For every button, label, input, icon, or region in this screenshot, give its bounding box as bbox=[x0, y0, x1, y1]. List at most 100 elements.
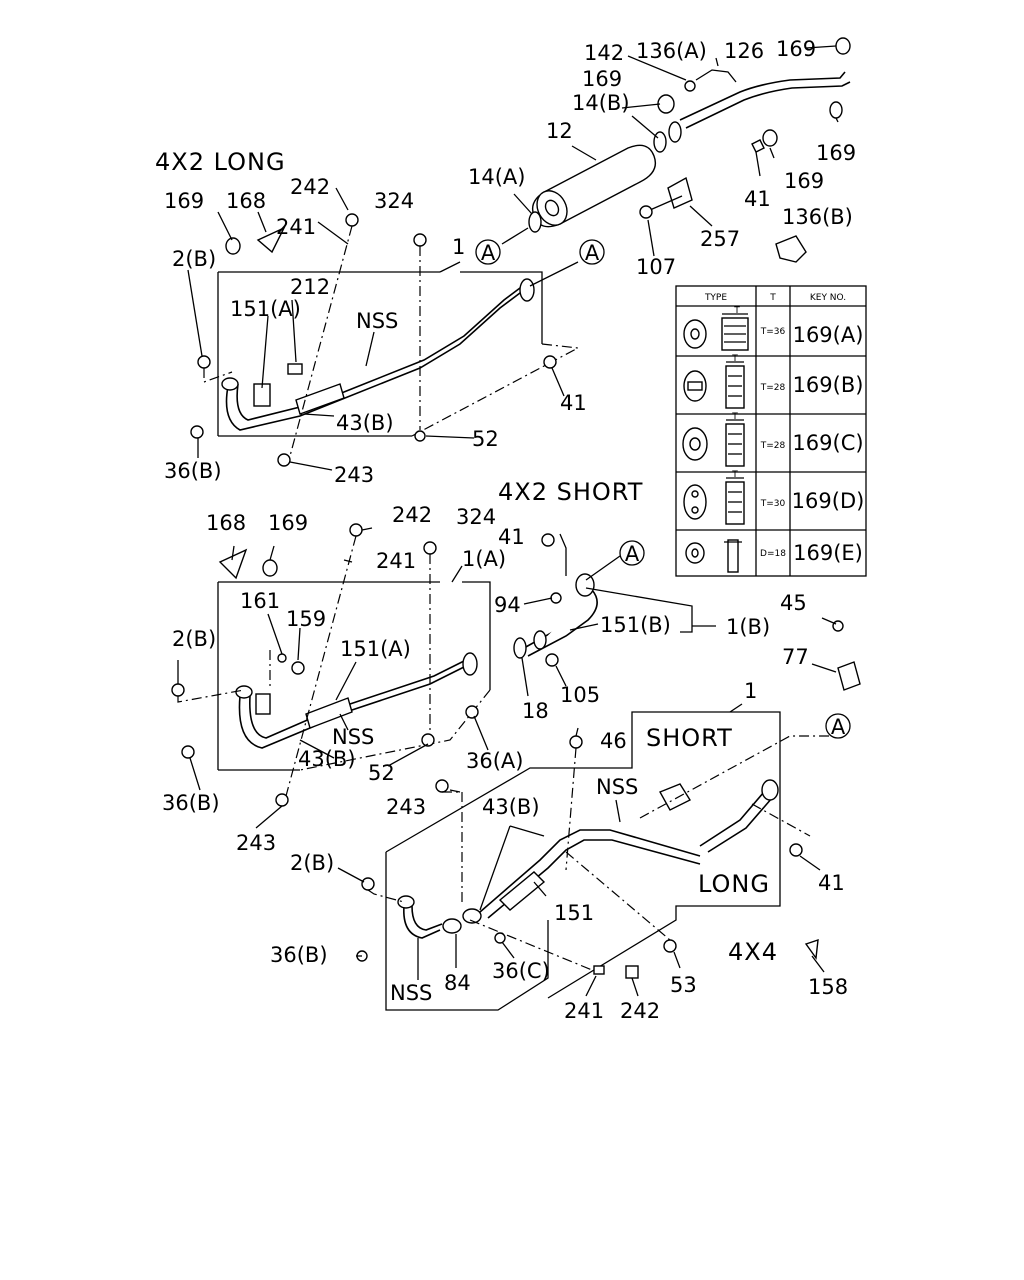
label-243-short: 243 bbox=[236, 831, 276, 855]
label-41-short: 41 bbox=[498, 525, 525, 549]
circle-ref-a-2-label: A bbox=[585, 241, 600, 265]
label-nss-short: NSS bbox=[332, 725, 374, 749]
labels-4x2-long: 169 168 242 241 324 1 2(B) 212 151(A) NS… bbox=[164, 175, 587, 487]
label-151a-short: 151(A) bbox=[340, 637, 411, 661]
table-dim-label-3: T bbox=[731, 412, 738, 422]
label-36b-short: 36(B) bbox=[162, 791, 220, 815]
label-241-short: 241 bbox=[376, 549, 416, 573]
label-136a: 136(A) bbox=[636, 39, 707, 63]
table-row-1-key: 169(A) bbox=[793, 323, 864, 347]
label-168-short: 168 bbox=[206, 511, 246, 535]
label-41-4x4: 41 bbox=[818, 871, 845, 895]
label-243-4x4: 243 bbox=[386, 795, 426, 819]
table-row-5-key: 169(E) bbox=[793, 541, 863, 565]
label-94-short: 94 bbox=[494, 593, 521, 617]
label-169-top-right: 169 bbox=[776, 37, 816, 61]
muffler-assembly-top bbox=[225, 37, 851, 263]
label-43b-4x4: 43(B) bbox=[482, 795, 540, 819]
table-row-4-key: 169(D) bbox=[792, 489, 865, 513]
circle-ref-a-4-label: A bbox=[831, 715, 846, 739]
assembly-4x2-short bbox=[171, 523, 861, 829]
assembly-4x4 bbox=[337, 703, 830, 1011]
label-126: 126 bbox=[724, 39, 764, 63]
table-header-t: T bbox=[769, 293, 776, 303]
label-43b-long: 43(B) bbox=[336, 411, 394, 435]
label-105-short: 105 bbox=[560, 683, 600, 707]
label-169-long: 169 bbox=[164, 189, 204, 213]
label-36a-short: 36(A) bbox=[466, 749, 523, 773]
label-nss-4x4-top: NSS bbox=[596, 775, 638, 799]
table-row-2-t: T=28 bbox=[760, 383, 786, 393]
section-label-long: LONG bbox=[698, 870, 770, 898]
label-53-4x4: 53 bbox=[670, 973, 697, 997]
rubber-shape-c bbox=[682, 419, 745, 467]
circle-ref-a-3 bbox=[619, 540, 645, 566]
label-242-long: 242 bbox=[290, 175, 330, 199]
label-nss-4x4-bottom: NSS bbox=[390, 981, 432, 1005]
rubber-shape-e bbox=[685, 539, 742, 573]
section-title-4x4: 4X4 bbox=[728, 938, 778, 966]
label-1b-short: 1(B) bbox=[726, 615, 770, 639]
label-52-short: 52 bbox=[368, 761, 395, 785]
label-324-long: 324 bbox=[374, 189, 414, 213]
label-151-4x4: 151 bbox=[554, 901, 594, 925]
label-168-long: 168 bbox=[226, 189, 266, 213]
label-242-short: 242 bbox=[392, 503, 432, 527]
table-row-5-t: D=18 bbox=[760, 549, 786, 559]
labels-4x2-short: 168 169 242 324 241 41 1(A) 161 159 2(B)… bbox=[162, 503, 809, 855]
label-12: 12 bbox=[546, 119, 573, 143]
rubber-shape-a bbox=[683, 313, 749, 351]
label-151b-short: 151(B) bbox=[600, 613, 671, 637]
label-159-short: 159 bbox=[286, 607, 326, 631]
label-2b-long: 2(B) bbox=[172, 247, 216, 271]
label-14a: 14(A) bbox=[468, 165, 525, 189]
label-1a-short: 1(A) bbox=[462, 547, 506, 571]
label-136b: 136(B) bbox=[782, 205, 853, 229]
table-dim-label-4: T bbox=[731, 470, 738, 480]
circle-ref-a-1 bbox=[475, 239, 501, 265]
label-41-top: 41 bbox=[744, 187, 771, 211]
label-169-short: 169 bbox=[268, 511, 308, 535]
table-row-3-t: T=28 bbox=[760, 441, 786, 451]
table-row-4-t: T=30 bbox=[760, 499, 786, 509]
label-241-4x4: 241 bbox=[564, 999, 604, 1023]
rubber-shape-d bbox=[683, 477, 745, 525]
label-14b: 14(B) bbox=[572, 91, 630, 115]
rubber-shape-b bbox=[683, 361, 745, 409]
label-45-short: 45 bbox=[780, 591, 807, 615]
label-84-4x4: 84 bbox=[444, 971, 471, 995]
section-label-short: SHORT bbox=[646, 724, 733, 752]
section-title-4x2-long: 4X2 LONG bbox=[155, 148, 286, 176]
label-107: 107 bbox=[636, 255, 676, 279]
label-241-long: 241 bbox=[276, 215, 316, 239]
section-title-4x2-short: 4X2 SHORT bbox=[498, 478, 643, 506]
label-36b-long: 36(B) bbox=[164, 459, 222, 483]
label-1-4x4: 1 bbox=[744, 679, 757, 703]
circle-ref-a-3-label: A bbox=[625, 542, 640, 566]
label-161-short: 161 bbox=[240, 589, 280, 613]
circle-ref-a-2 bbox=[579, 239, 605, 265]
label-212-long: 212 bbox=[290, 275, 330, 299]
circle-refs: A A A A bbox=[475, 239, 851, 739]
label-2b-4x4: 2(B) bbox=[290, 851, 334, 875]
label-77-short: 77 bbox=[782, 645, 809, 669]
label-18-short: 18 bbox=[522, 699, 549, 723]
labels-top: 142 136(A) 126 169 169 14(B) 12 169 41 1… bbox=[468, 37, 856, 279]
label-46-4x4: 46 bbox=[600, 729, 627, 753]
circle-ref-a-4 bbox=[825, 713, 851, 739]
table-row-1-t: T=36 bbox=[760, 327, 786, 337]
label-1-long: 1 bbox=[452, 235, 465, 259]
label-36c-4x4: 36(C) bbox=[492, 959, 550, 983]
table-row-3-key: 169(C) bbox=[792, 431, 863, 455]
labels-4x4: 46 1 243 43(B) NSS 2(B) 151 41 36(B) 84 … bbox=[270, 679, 848, 1023]
label-142: 142 bbox=[584, 41, 624, 65]
table-header-type: TYPE bbox=[704, 293, 727, 303]
label-324-short: 324 bbox=[456, 505, 496, 529]
label-41-long: 41 bbox=[560, 391, 587, 415]
label-151a-long: 151(A) bbox=[230, 297, 301, 321]
label-nss-long: NSS bbox=[356, 309, 398, 333]
label-242-4x4: 242 bbox=[620, 999, 660, 1023]
label-2b-short: 2(B) bbox=[172, 627, 216, 651]
label-158-4x4: 158 bbox=[808, 975, 848, 999]
